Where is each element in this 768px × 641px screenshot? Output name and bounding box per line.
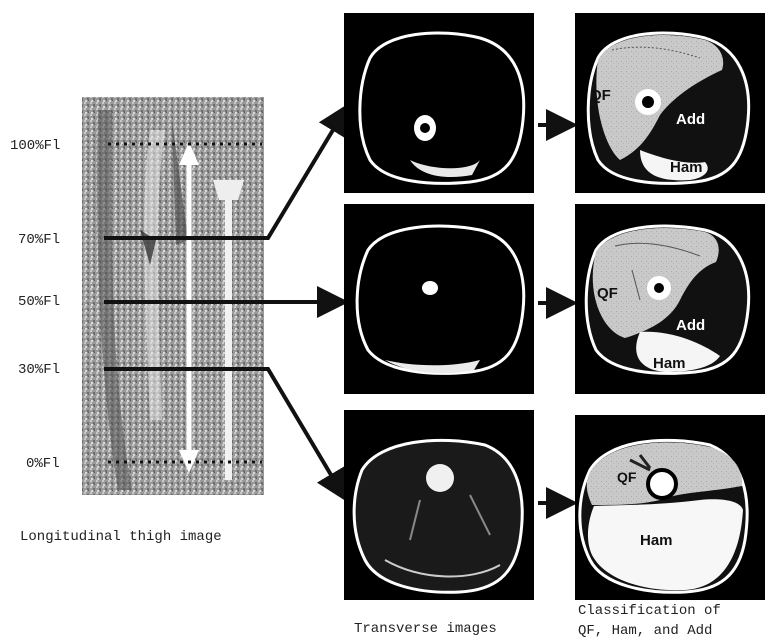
transverse-image-70 — [344, 13, 534, 193]
level-label-0: 0%Fl — [26, 456, 60, 472]
transverse-image-50 — [344, 204, 534, 394]
add-label-70: Add — [676, 111, 705, 128]
level-label-30: 30%Fl — [18, 362, 60, 378]
classification-image-30 — [575, 415, 765, 600]
caption-classification-line1: Classification of — [578, 603, 721, 619]
longitudinal-thigh-image — [82, 97, 264, 495]
caption-classification-line2: QF, Ham, and Add — [578, 623, 712, 639]
qf-label-30: QF — [617, 469, 637, 485]
level-label-70: 70%Fl — [18, 232, 60, 248]
qf-label-50: QF — [597, 285, 618, 302]
level-label-50: 50%Fl — [18, 294, 60, 310]
qf-label-70: QF — [590, 87, 611, 104]
caption-longitudinal: Longitudinal thigh image — [20, 529, 222, 545]
add-label-50: Add — [676, 317, 705, 334]
level-label-100: 100%Fl — [10, 138, 60, 154]
ham-label-70: Ham — [670, 159, 703, 176]
ham-label-50: Ham — [653, 355, 686, 372]
caption-transverse: Transverse images — [354, 621, 497, 637]
transverse-image-30 — [344, 410, 534, 600]
ham-label-30: Ham — [640, 532, 673, 549]
